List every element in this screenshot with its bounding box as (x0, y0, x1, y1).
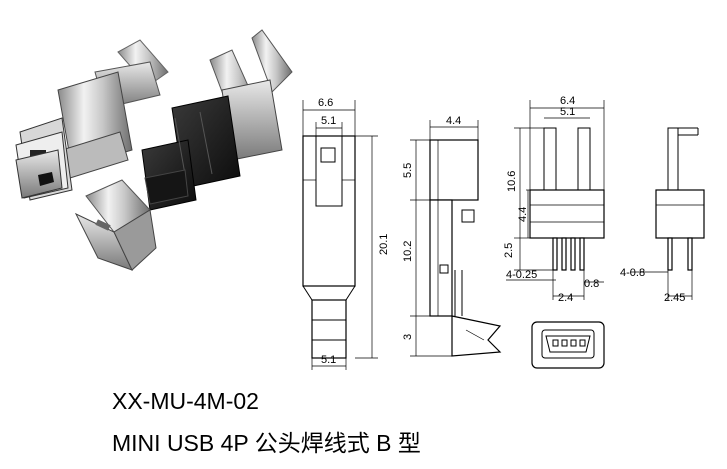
dim-side-bottom-width: 5.1 (321, 354, 336, 366)
dim-front-body-height: 4.4 (517, 207, 529, 222)
dim-pin-pitch: 2.4 (558, 292, 573, 304)
right-side-view: 4-0.8 2.45 (620, 127, 705, 304)
dim-side-pin-spec: 4-0.8 (620, 267, 645, 279)
metal-cover-photo (74, 179, 157, 271)
dim-side-total-width: 6.6 (318, 97, 333, 109)
dim-front-pin-height: 2.5 (503, 243, 515, 258)
part-number: XX-MU-4M-02 (112, 388, 259, 414)
dim-pin-spec: 4-0.25 (506, 269, 537, 281)
mating-face-view (531, 321, 605, 369)
dim-profile-top-width: 4.4 (446, 115, 461, 127)
open-connector-photo (141, 29, 293, 211)
rear-view: 6.4 5.1 10.6 4.4 2.5 4-0.25 0.8 2.4 (503, 95, 605, 304)
dim-side-pin-pitch: 2.45 (664, 292, 685, 304)
dim-side-inner-width: 5.1 (321, 115, 336, 127)
top-view: 6.6 5.1 20.1 5.1 (302, 97, 390, 370)
dim-pin-offset: 0.8 (584, 278, 599, 290)
dim-profile-upper-height: 5.5 (402, 163, 414, 178)
assembled-connector-photo (15, 39, 169, 201)
dim-front-total-width: 6.4 (560, 95, 575, 107)
dim-front-total-height: 10.6 (506, 171, 518, 192)
part-description: MINI USB 4P 公头焊线式 B 型 (112, 430, 421, 456)
dim-side-total-height: 20.1 (378, 234, 390, 255)
dim-profile-mid-height: 10.2 (402, 241, 414, 262)
dim-profile-tip-height: 3 (402, 334, 414, 340)
profile-view: 4.4 5.5 10.2 3 (402, 115, 502, 357)
dim-front-inner-width: 5.1 (560, 106, 575, 118)
